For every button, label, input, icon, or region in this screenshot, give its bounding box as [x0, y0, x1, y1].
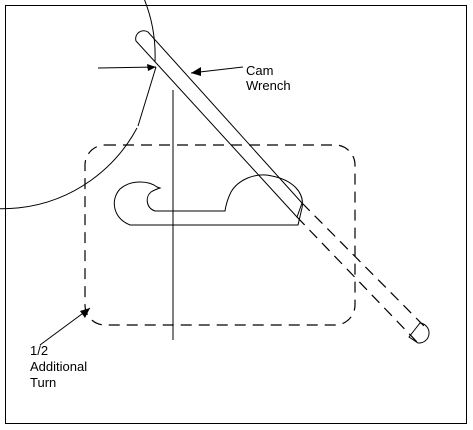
cam-wrench-callout-arrowhead	[191, 67, 201, 76]
cam-wrench-tip	[408, 322, 430, 344]
turn-label-line2: Additional	[30, 359, 87, 374]
pointer-line-diagonal	[137, 66, 157, 127]
turn-callout-line	[39, 307, 91, 346]
turn-callout-arrowhead	[80, 308, 90, 318]
cam-wrench-label-line2: Wrench	[246, 78, 291, 93]
rotation-arc	[0, 0, 156, 210]
cam-wrench-handle	[135, 30, 303, 218]
pointer-line-horizontal	[97, 66, 157, 69]
turn-label-line1: 1/2	[30, 343, 48, 358]
cam-wrench-hidden-edge-lower	[296, 216, 419, 344]
pointer-arrowhead	[147, 64, 156, 71]
cam-housing-outline	[84, 144, 356, 326]
cam-wrench-label-line1: Cam	[246, 63, 273, 78]
diagram-frame	[5, 5, 467, 424]
cam-wrench-hidden-edge-upper	[301, 202, 429, 331]
turn-label-line3: Turn	[30, 375, 56, 390]
cam-profile	[113, 174, 303, 226]
